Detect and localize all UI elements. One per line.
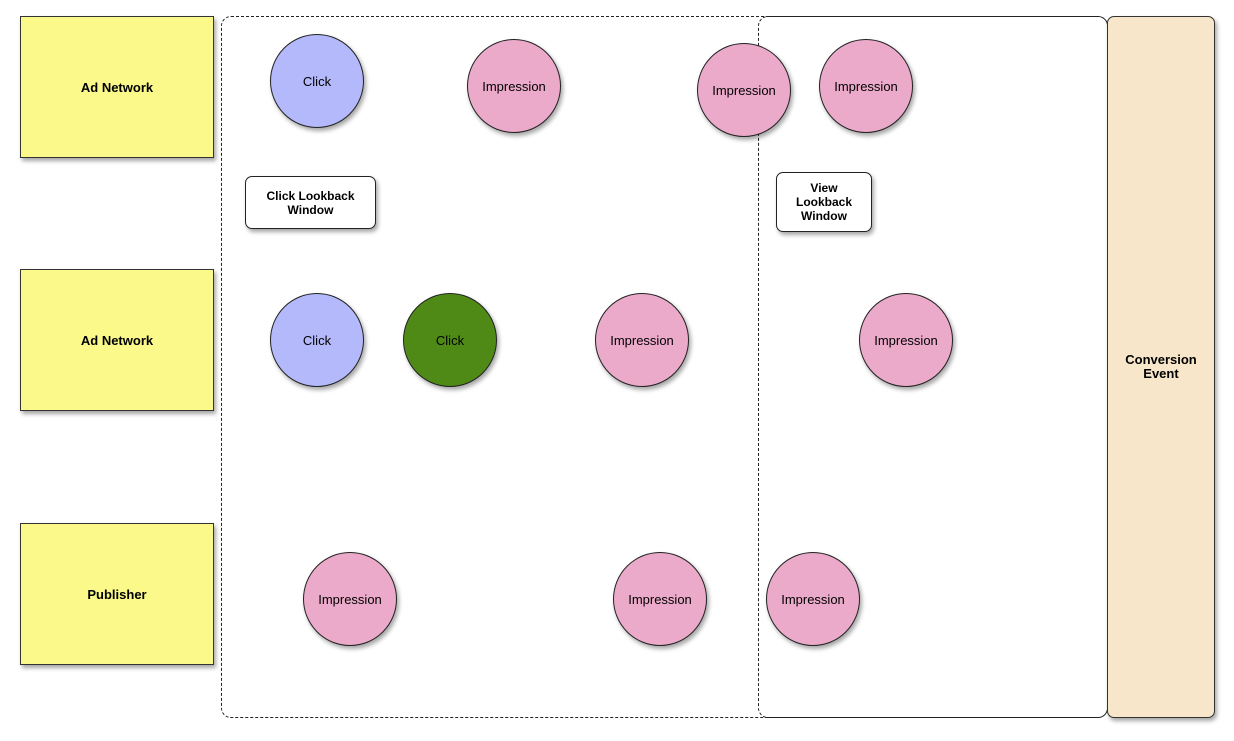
- impression-node: Impression: [697, 43, 791, 137]
- impression-node: Impression: [766, 552, 860, 646]
- impression-node: Impression: [467, 39, 561, 133]
- click-node-highlighted: Click: [403, 293, 497, 387]
- lane-label: Ad Network: [80, 79, 154, 95]
- conversion-event: Conversion Event: [1107, 16, 1215, 718]
- lane-label: Ad Network: [80, 332, 154, 348]
- impression-node: Impression: [303, 552, 397, 646]
- click-lookback-window-label: Click Lookback Window: [245, 176, 376, 229]
- conversion-label: Conversion Event: [1125, 352, 1197, 381]
- impression-node: Impression: [595, 293, 689, 387]
- lane-publisher: Publisher: [20, 523, 214, 665]
- click-node: Click: [270, 34, 364, 128]
- impression-node: Impression: [859, 293, 953, 387]
- impression-node: Impression: [613, 552, 707, 646]
- lane-ad-network-1: Ad Network: [20, 16, 214, 158]
- view-lookback-window-label: View Lookback Window: [776, 172, 872, 232]
- lane-ad-network-2: Ad Network: [20, 269, 214, 411]
- click-node: Click: [270, 293, 364, 387]
- impression-node: Impression: [819, 39, 913, 133]
- lane-label: Publisher: [87, 586, 147, 602]
